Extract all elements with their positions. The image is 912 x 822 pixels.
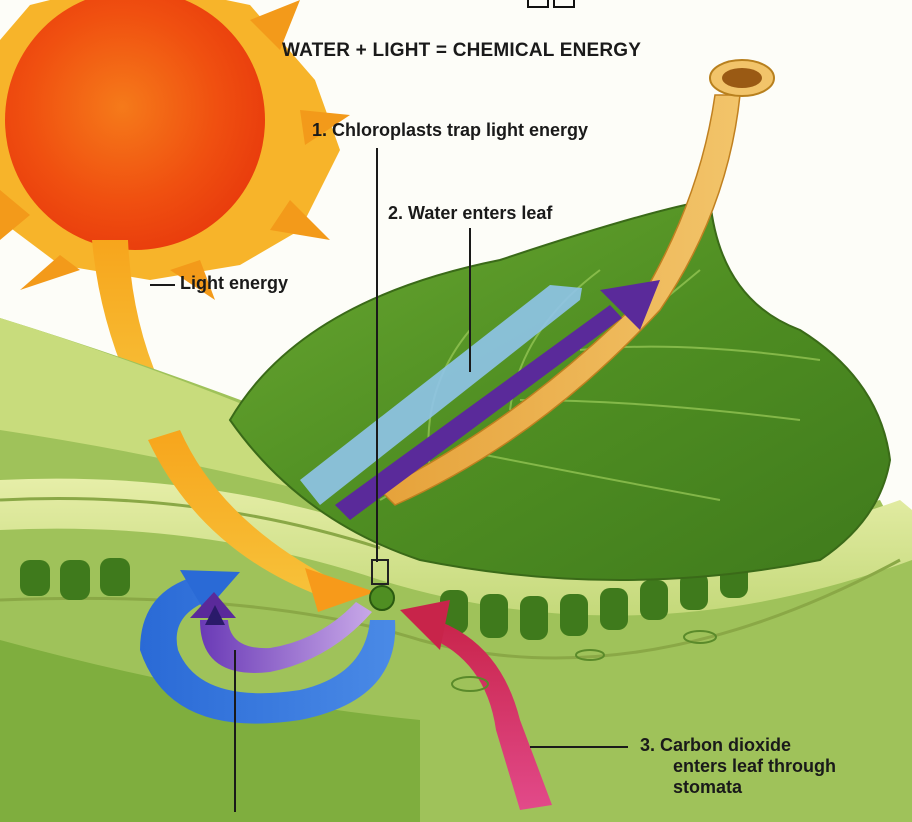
label-light-energy: Light energy — [180, 273, 288, 294]
chloroplast — [370, 586, 394, 610]
label-co2-line-2: enters leaf through — [640, 756, 836, 777]
label-co2-line-1: 3. Carbon dioxide — [640, 735, 836, 756]
label-chloroplasts: 1. Chloroplasts trap light energy — [312, 120, 588, 141]
label-water-enters: 2. Water enters leaf — [388, 203, 552, 224]
label-co2-line-3: stomata — [640, 777, 836, 798]
stem-opening-inner — [722, 68, 762, 88]
diagram-title: WATER + LIGHT = CHEMICAL ENERGY — [282, 40, 641, 62]
label-carbon-dioxide: 3. Carbon dioxide enters leaf through st… — [640, 735, 836, 798]
